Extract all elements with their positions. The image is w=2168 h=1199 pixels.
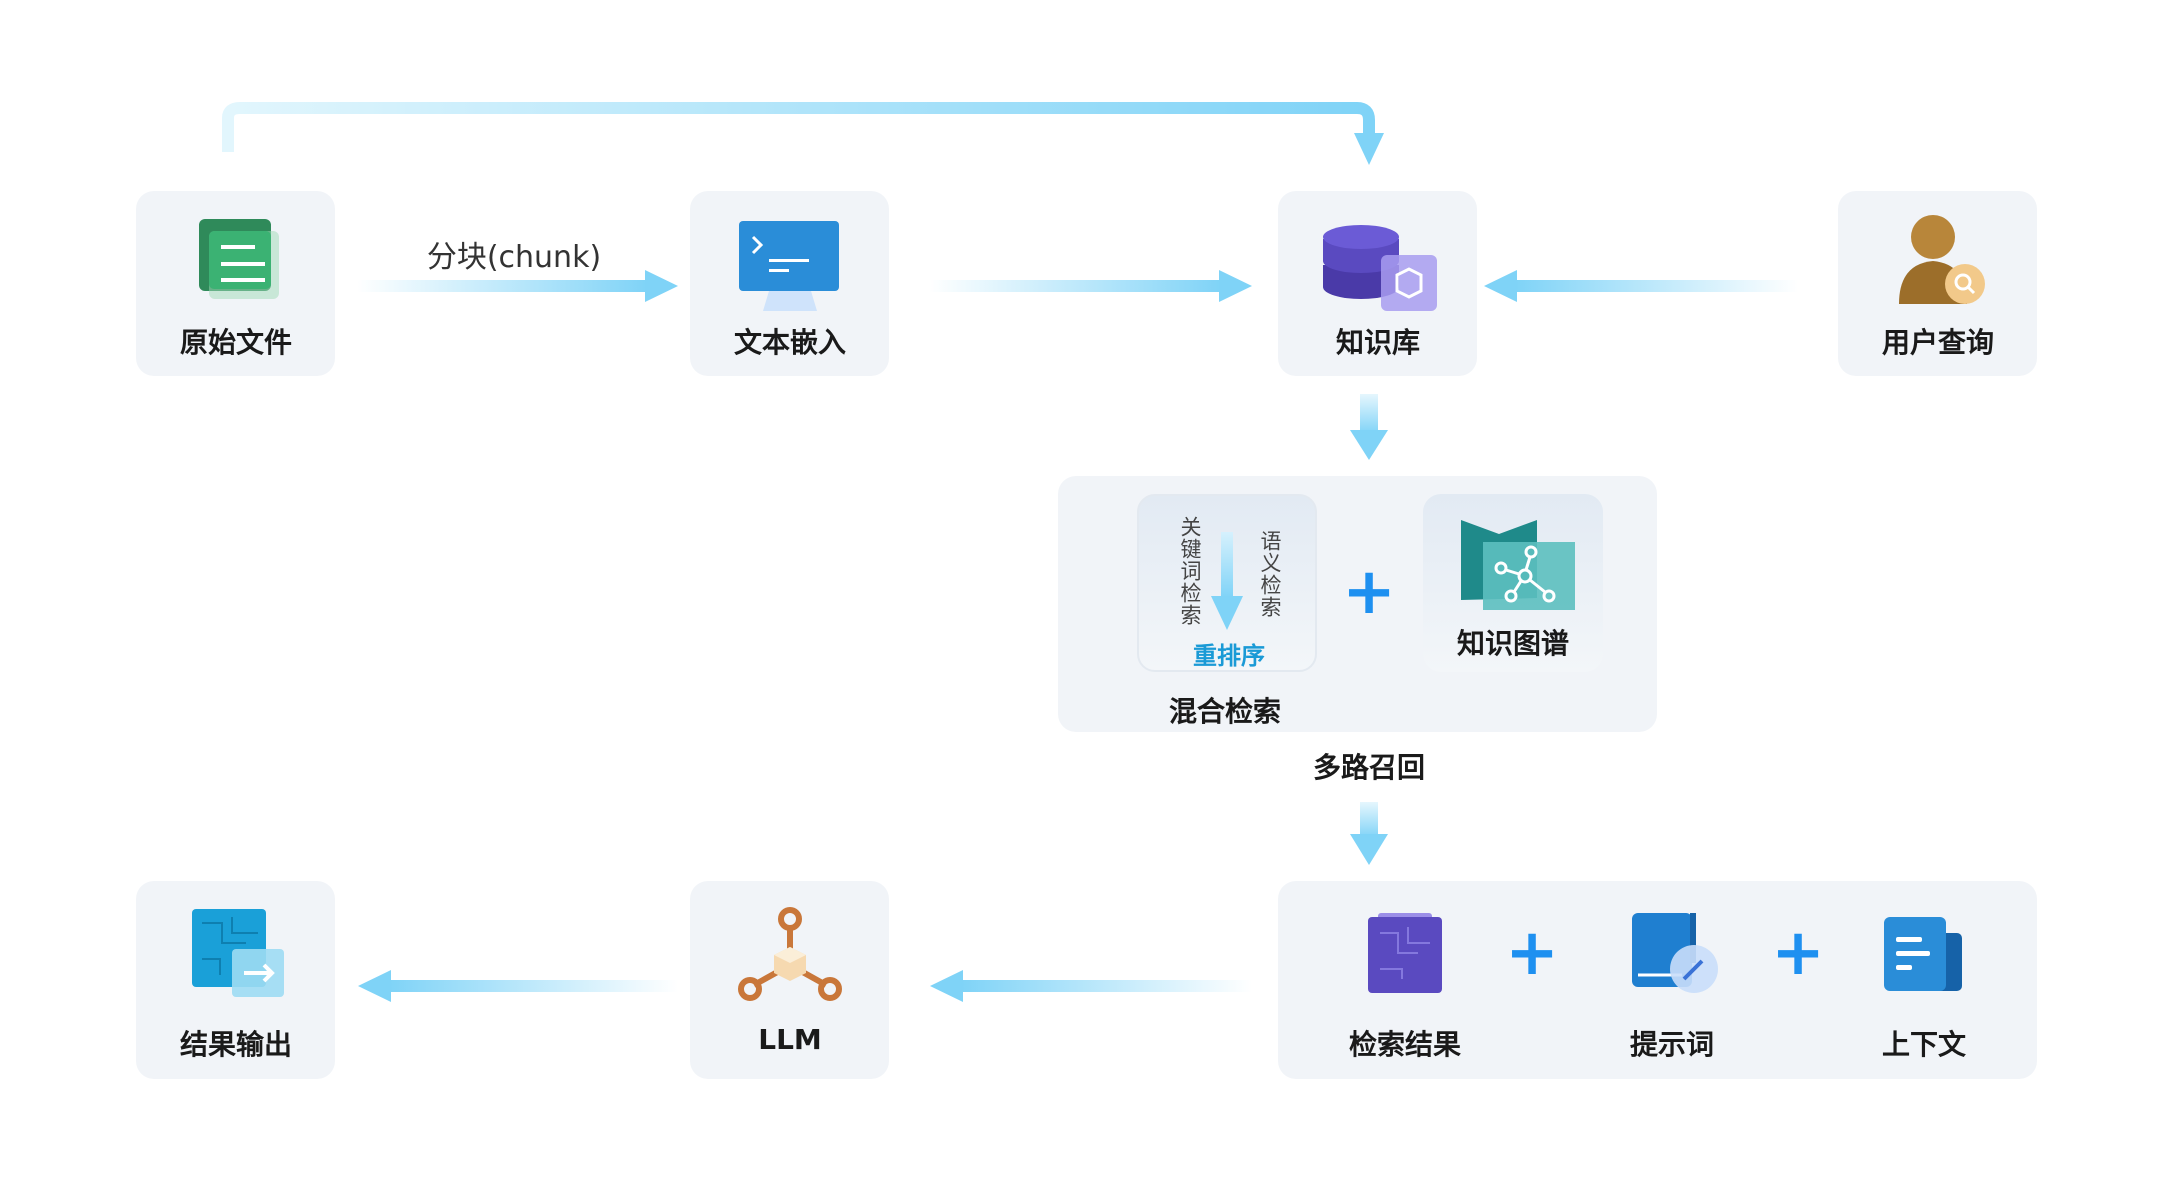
prompt-label: 提示词 bbox=[1629, 1028, 1715, 1061]
context-label: 上下文 bbox=[1881, 1028, 1967, 1061]
chunk-label: 分块(chunk) bbox=[426, 240, 602, 275]
llm-label: LLM bbox=[758, 1023, 822, 1056]
output-label: 结果输出 bbox=[179, 1028, 293, 1061]
node-text-embedding: 文本嵌入 bbox=[690, 191, 889, 376]
keyword-search-label: 关键词检索 bbox=[1178, 516, 1202, 626]
semantic-search-label: 语义检索 bbox=[1258, 530, 1282, 618]
prompt-icon bbox=[1632, 913, 1718, 993]
arrow-llm-to-output bbox=[389, 980, 678, 992]
knowledge-graph-card: 知识图谱 bbox=[1423, 494, 1603, 672]
arrow-embed-to-kb bbox=[929, 280, 1221, 292]
multi-recall-label: 多路召回 bbox=[1312, 751, 1426, 784]
plus-icon: + bbox=[1771, 916, 1825, 990]
plus-icon: + bbox=[1505, 916, 1559, 990]
arrow-kb-down bbox=[1360, 394, 1378, 434]
node-user-query: 用户查询 bbox=[1838, 191, 2037, 376]
arrow-query-to-kb bbox=[1515, 280, 1798, 292]
document-icon bbox=[199, 219, 279, 299]
hybrid-search-label: 混合检索 bbox=[1168, 695, 1282, 728]
llm-input-panel: 检索结果 + 提示词 + 上下文 bbox=[1278, 881, 2037, 1079]
text-embedding-label: 文本嵌入 bbox=[733, 326, 847, 359]
hybrid-search-card: 关键词检索 语义检索 重排序 bbox=[1137, 494, 1317, 672]
knowledge-graph-label: 知识图谱 bbox=[1456, 627, 1570, 660]
node-output: 结果输出 bbox=[136, 881, 335, 1079]
knowledge-graph-icon bbox=[1461, 520, 1575, 610]
arrow-recall-down bbox=[1360, 802, 1378, 838]
rerank-label: 重排序 bbox=[1193, 642, 1265, 670]
loop-arrowhead bbox=[1354, 133, 1384, 165]
llm-network-icon bbox=[738, 907, 842, 1001]
plus-icon: + bbox=[1342, 555, 1396, 629]
terminal-icon bbox=[739, 221, 839, 311]
database-icon bbox=[1323, 225, 1437, 311]
arrow-chunk bbox=[357, 280, 647, 292]
loop-arrow bbox=[222, 102, 1375, 152]
user-search-icon bbox=[1899, 215, 1985, 304]
node-raw-file: 原始文件 bbox=[136, 191, 335, 376]
arrow-results-to-llm bbox=[961, 980, 1252, 992]
node-llm: LLM bbox=[690, 881, 889, 1079]
output-icon bbox=[192, 909, 284, 997]
search-results-label: 检索结果 bbox=[1348, 1028, 1462, 1061]
raw-file-label: 原始文件 bbox=[179, 326, 293, 359]
rerank-down-arrow-icon bbox=[1211, 532, 1243, 630]
node-knowledge-base: 知识库 bbox=[1278, 191, 1477, 376]
multi-recall-panel: 关键词检索 语义检索 重排序 + 知识图谱 混合检索 bbox=[1058, 476, 1657, 732]
search-results-icon bbox=[1368, 913, 1442, 993]
knowledge-base-label: 知识库 bbox=[1335, 326, 1421, 359]
user-query-label: 用户查询 bbox=[1881, 326, 1995, 359]
context-icon bbox=[1884, 917, 1962, 991]
